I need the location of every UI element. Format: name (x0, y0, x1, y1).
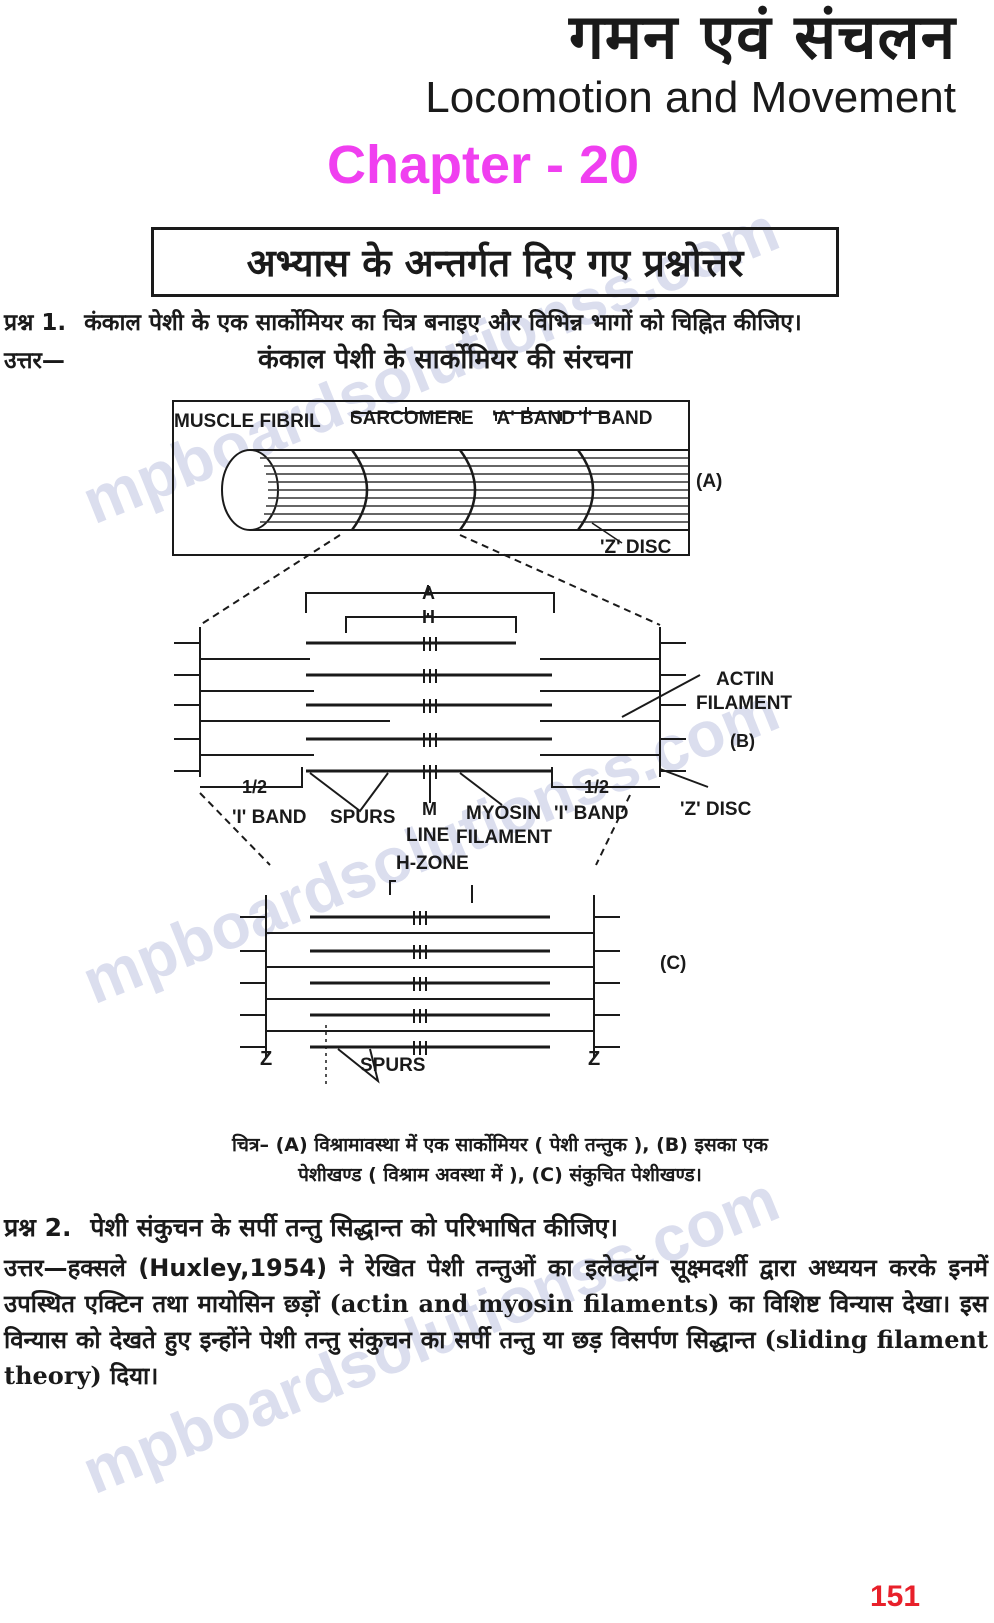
answer-1-label: उत्तर— (4, 348, 65, 374)
label-i-band-left: 'I' BAND (232, 807, 306, 828)
label-a: A (422, 583, 435, 603)
label-half-right: 1/2 (584, 777, 609, 797)
label-spurs-c: SPURS (360, 1055, 425, 1076)
figure-caption-line-1: चित्र– (A) विश्रामावस्था में एक सार्कोमि… (232, 1134, 768, 1156)
question-2-label: प्रश्न 2. (4, 1213, 72, 1242)
label-myosin-filament: FILAMENT (456, 827, 552, 848)
label-sarcomere: SARCOMERE (350, 408, 474, 429)
chapter-title-hindi: गमन एवं संचलन (568, 0, 956, 73)
answer-2-part-3: दिया। (101, 1362, 159, 1390)
answer-2-term-theory: (sliding filament theory) (4, 1325, 988, 1390)
question-1-text: कंकाल पेशी के एक सार्कोमियर का चित्र बना… (84, 310, 802, 336)
question-1: प्रश्न 1. कंकाल पेशी के एक सार्कोमियर का… (4, 310, 802, 338)
question-2-text: पेशी संकुचन के सर्पी तन्तु सिद्धान्त को … (90, 1213, 618, 1242)
answer-2-part-2: का विशिष्ट विन्यास देखा। इस विन्यास को द… (4, 1290, 988, 1354)
label-half-left: 1/2 (242, 777, 267, 797)
question-2: प्रश्न 2. पेशी संकुचन के सर्पी तन्तु सिद… (4, 1213, 618, 1243)
panel-c-tag: (C) (660, 953, 686, 974)
label-line: LINE (406, 825, 449, 846)
page-number: 151 (870, 1580, 921, 1613)
label-m: M (422, 799, 437, 819)
panel-b (174, 585, 709, 866)
label-z-disc-b: 'Z' DISC (680, 799, 752, 820)
panel-a-tag: (A) (696, 471, 722, 492)
label-actin: ACTIN (716, 669, 774, 690)
label-a-band: 'A' BAND (492, 408, 575, 429)
figure-caption-line-2: पेशीखण्ड ( विश्राम अवस्था में ), (C) संक… (298, 1164, 702, 1186)
label-z-disc-a: 'Z' DISC (600, 537, 672, 558)
answer-2-paragraph: उत्तर—हक्सले (Huxley,1954) ने रेखित पेशी… (4, 1250, 988, 1394)
label-z-left: Z (260, 1048, 272, 1070)
label-myosin: MYOSIN (466, 803, 541, 824)
section-heading: अभ्यास के अन्तर्गत दिए गए प्रश्नोत्तर (246, 241, 744, 285)
panel-a (172, 400, 690, 626)
answer-2-part-1: हक्सले (Huxley,1954) ने रेखित पेशी तन्तु… (4, 1254, 988, 1318)
answer-2-term-filaments: (actin and myosin filaments) (329, 1289, 720, 1318)
label-i-band-right: 'I' BAND (554, 803, 628, 824)
chapter-title-english: Locomotion and Movement (425, 73, 956, 122)
answer-2-label: उत्तर— (4, 1254, 68, 1282)
sarcomere-diagram: MUSCLE FIBRIL SARCOMERE 'A' BAND 'I' BAN… (160, 395, 840, 1115)
panel-c (240, 880, 620, 1085)
section-heading-box: अभ्यास के अन्तर्गत दिए गए प्रश्नोत्तर (151, 227, 839, 297)
label-muscle-fibril: MUSCLE FIBRIL (174, 411, 321, 432)
label-i-band: 'I' BAND (578, 408, 652, 429)
chapter-number: Chapter - 20 (327, 135, 640, 195)
label-spurs-b: SPURS (330, 807, 395, 828)
label-h: H (422, 607, 435, 627)
label-h-zone: H-ZONE (396, 853, 469, 874)
panel-b-tag: (B) (730, 731, 755, 751)
label-z-right: Z (588, 1048, 600, 1070)
question-1-label: प्रश्न 1. (4, 310, 67, 336)
figure-caption: चित्र– (A) विश्रामावस्था में एक सार्कोमि… (160, 1130, 840, 1190)
answer-1-heading: कंकाल पेशी के सार्कोमियर की संरचना (258, 344, 633, 375)
label-actin-filament: FILAMENT (696, 693, 792, 714)
